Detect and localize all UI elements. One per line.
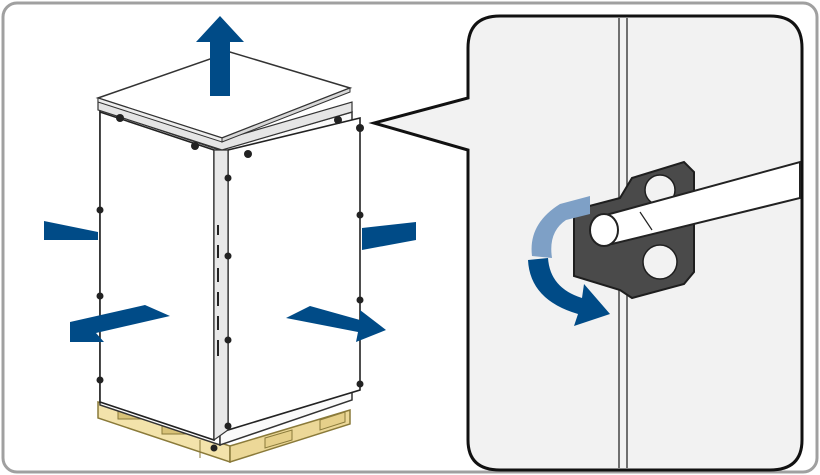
bracket-icons bbox=[96, 114, 364, 452]
front-frame-strip bbox=[213, 149, 229, 442]
detail-callout bbox=[368, 14, 804, 472]
arrow-left-icon bbox=[44, 221, 170, 342]
pallet bbox=[97, 400, 351, 464]
rotate-arrow-icon bbox=[528, 196, 610, 326]
arrow-up-icon bbox=[196, 16, 244, 96]
left-side-panel bbox=[99, 110, 215, 442]
right-side-panel bbox=[227, 116, 361, 432]
lever-tool-icon bbox=[589, 160, 801, 247]
cabinet-group bbox=[95, 51, 364, 464]
arrow-right-icon bbox=[286, 222, 416, 342]
